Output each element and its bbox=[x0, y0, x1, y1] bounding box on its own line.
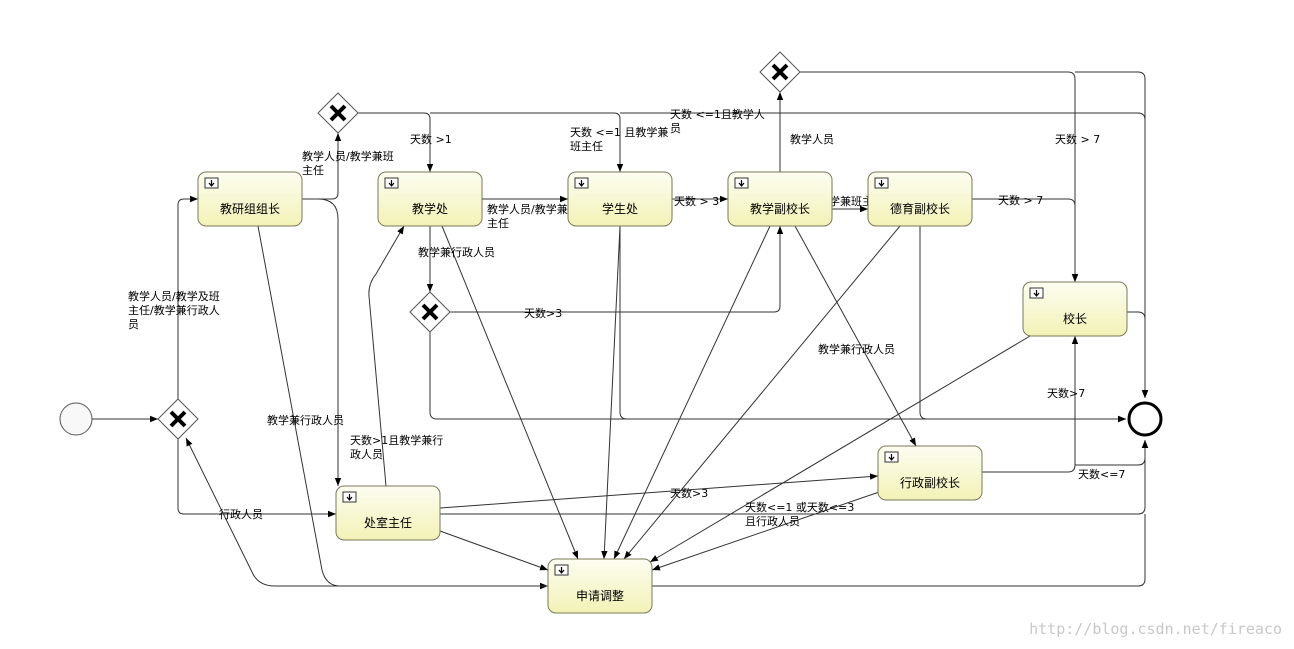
download-icon bbox=[574, 177, 589, 189]
edge-label: 天数>3 bbox=[670, 487, 708, 500]
edge-xiaozhang-to-end bbox=[1127, 311, 1149, 398]
task-label: 申请调整 bbox=[576, 588, 624, 603]
edge-jiaoyanzu-to-gw2 bbox=[302, 133, 342, 200]
edge-label: 教学人员/教学兼班主任 bbox=[487, 202, 579, 230]
edge-label: 天数 > 3 bbox=[674, 195, 719, 208]
task-jiaoxuefu[interactable]: 教学副校长 bbox=[727, 171, 833, 227]
task-xueshengchu[interactable]: 学生处 bbox=[567, 171, 673, 227]
edge-xingzhengfu-to-end bbox=[1075, 440, 1149, 466]
task-xingzhengfu[interactable]: 行政副校长 bbox=[877, 445, 983, 501]
edge-gw4-to-jiaoxuefu bbox=[450, 226, 784, 313]
task-deyufu[interactable]: 德育副校长 bbox=[867, 171, 973, 227]
flow-edges bbox=[92, 71, 1149, 590]
edge-label: 天数 >1 bbox=[410, 133, 452, 146]
edge-deyufu-to-xiaozhang bbox=[972, 198, 1079, 282]
edge-tiaozheng-to-end bbox=[652, 514, 1146, 587]
task-jiaoxuechu[interactable]: 教学处 bbox=[377, 171, 483, 227]
task-label: 学生处 bbox=[602, 201, 638, 216]
edge-label: 天数 <=1且教学人员 bbox=[670, 107, 765, 135]
task-label: 教学处 bbox=[412, 201, 448, 216]
exclusive-gateway-start[interactable] bbox=[157, 398, 199, 440]
task-chushi[interactable]: 处室主任 bbox=[335, 485, 441, 541]
task-label: 校长 bbox=[1063, 311, 1087, 326]
edge-label: 天数>1且教学兼行政人员 bbox=[350, 433, 443, 461]
edge-label: 教学人员/教学兼班主任 bbox=[302, 149, 394, 177]
edge-label: 教学兼行政人员 bbox=[267, 413, 344, 427]
download-icon bbox=[554, 564, 569, 576]
edge-labels: 教学人员/教学兼班主任 天数 >1 天数 <=1 且教学兼班主任 天数 <=1且… bbox=[128, 107, 1125, 528]
download-icon bbox=[1029, 287, 1044, 299]
edge-gw2-to-xueshengchu bbox=[430, 112, 624, 172]
download-icon bbox=[204, 177, 219, 189]
download-icon bbox=[734, 177, 749, 189]
start-event[interactable] bbox=[59, 402, 93, 436]
exclusive-gateway-after-jiaoxuechu[interactable] bbox=[409, 291, 451, 333]
gateway-x-icon bbox=[771, 63, 789, 81]
edge-label: 天数>3 bbox=[524, 307, 562, 320]
edge-gw3-to-end bbox=[1075, 71, 1149, 398]
edge-chushi-to-tiaozheng bbox=[439, 530, 549, 571]
edge-label: 教学兼行政人员 bbox=[418, 245, 495, 259]
edge-label: 天数 <=1 且教学兼班主任 bbox=[570, 125, 668, 153]
edge-xingzhengfu-to-tiaozheng bbox=[651, 489, 886, 571]
edge-chushi-to-jiaoxuechu bbox=[368, 225, 405, 487]
edge-label: 天数>7 bbox=[1047, 387, 1085, 400]
gateway-x-icon bbox=[329, 104, 347, 122]
edge-gw1-to-chushi bbox=[177, 439, 336, 518]
end-event[interactable] bbox=[1127, 401, 1163, 437]
edge-jiaoxuefu-to-tiaozheng bbox=[613, 225, 771, 560]
gateway-x-icon bbox=[421, 303, 439, 321]
edge-xueshengchu-to-tiaozheng bbox=[601, 225, 621, 560]
edge-label: 天数<=7 bbox=[1078, 468, 1125, 481]
edge-label: 行政人员 bbox=[219, 507, 263, 521]
task-label: 教研组组长 bbox=[220, 201, 280, 216]
edge-xueshengchu-to-end bbox=[619, 226, 628, 420]
task-label: 处室主任 bbox=[364, 515, 412, 530]
edge-gw1-to-jiaoyanzu bbox=[177, 195, 198, 399]
edge-xiaozhang-to-tiaozheng bbox=[649, 335, 1031, 563]
task-tiaozheng[interactable]: 申请调整 bbox=[547, 558, 653, 614]
task-jiaoyanzu[interactable]: 教研组组长 bbox=[197, 171, 303, 227]
task-label: 教学副校长 bbox=[750, 201, 810, 216]
watermark: http://blog.csdn.net/fireaco bbox=[1029, 620, 1282, 638]
download-icon bbox=[342, 491, 357, 503]
edge-label: 天数 > 7 bbox=[998, 194, 1043, 207]
task-label: 德育副校长 bbox=[890, 201, 950, 216]
download-icon bbox=[884, 451, 899, 463]
edge-gw2-to-jiaoxuechu bbox=[358, 112, 434, 172]
edge-chushi-to-end bbox=[440, 440, 1149, 515]
edge-label: 教学兼行政人员 bbox=[818, 342, 895, 356]
edge-tiaozheng-to-gw1 bbox=[185, 437, 548, 587]
edge-jiaoyanzu-to-chushi bbox=[317, 198, 342, 486]
edge-label: 教学人员/教学及班主任/教学兼行政人员 bbox=[128, 289, 220, 331]
task-xiaozhang[interactable]: 校长 bbox=[1022, 281, 1128, 337]
edge-label: 天数 > 7 bbox=[1055, 133, 1100, 146]
edge-chushi-to-xingzhengfu bbox=[439, 473, 879, 509]
exclusive-gateway-after-jiaoyanzu[interactable] bbox=[317, 92, 359, 134]
gateway-x-icon bbox=[169, 410, 187, 428]
download-icon bbox=[874, 177, 889, 189]
edge-gw3-to-xiaozhang bbox=[800, 71, 1079, 282]
edge-deyufu-to-tiaozheng bbox=[623, 225, 901, 560]
edge-jiaoxuefu-to-xingzhengfu bbox=[794, 225, 917, 447]
edge-gw4-to-end bbox=[429, 332, 1126, 423]
task-label: 行政副校长 bbox=[900, 475, 960, 490]
download-icon bbox=[384, 177, 399, 189]
edge-label: 教学人员 bbox=[790, 132, 834, 146]
exclusive-gateway-after-jiaoxuefu[interactable] bbox=[759, 51, 801, 93]
edge-jiaoxuechu-to-tiaozheng bbox=[441, 225, 579, 560]
